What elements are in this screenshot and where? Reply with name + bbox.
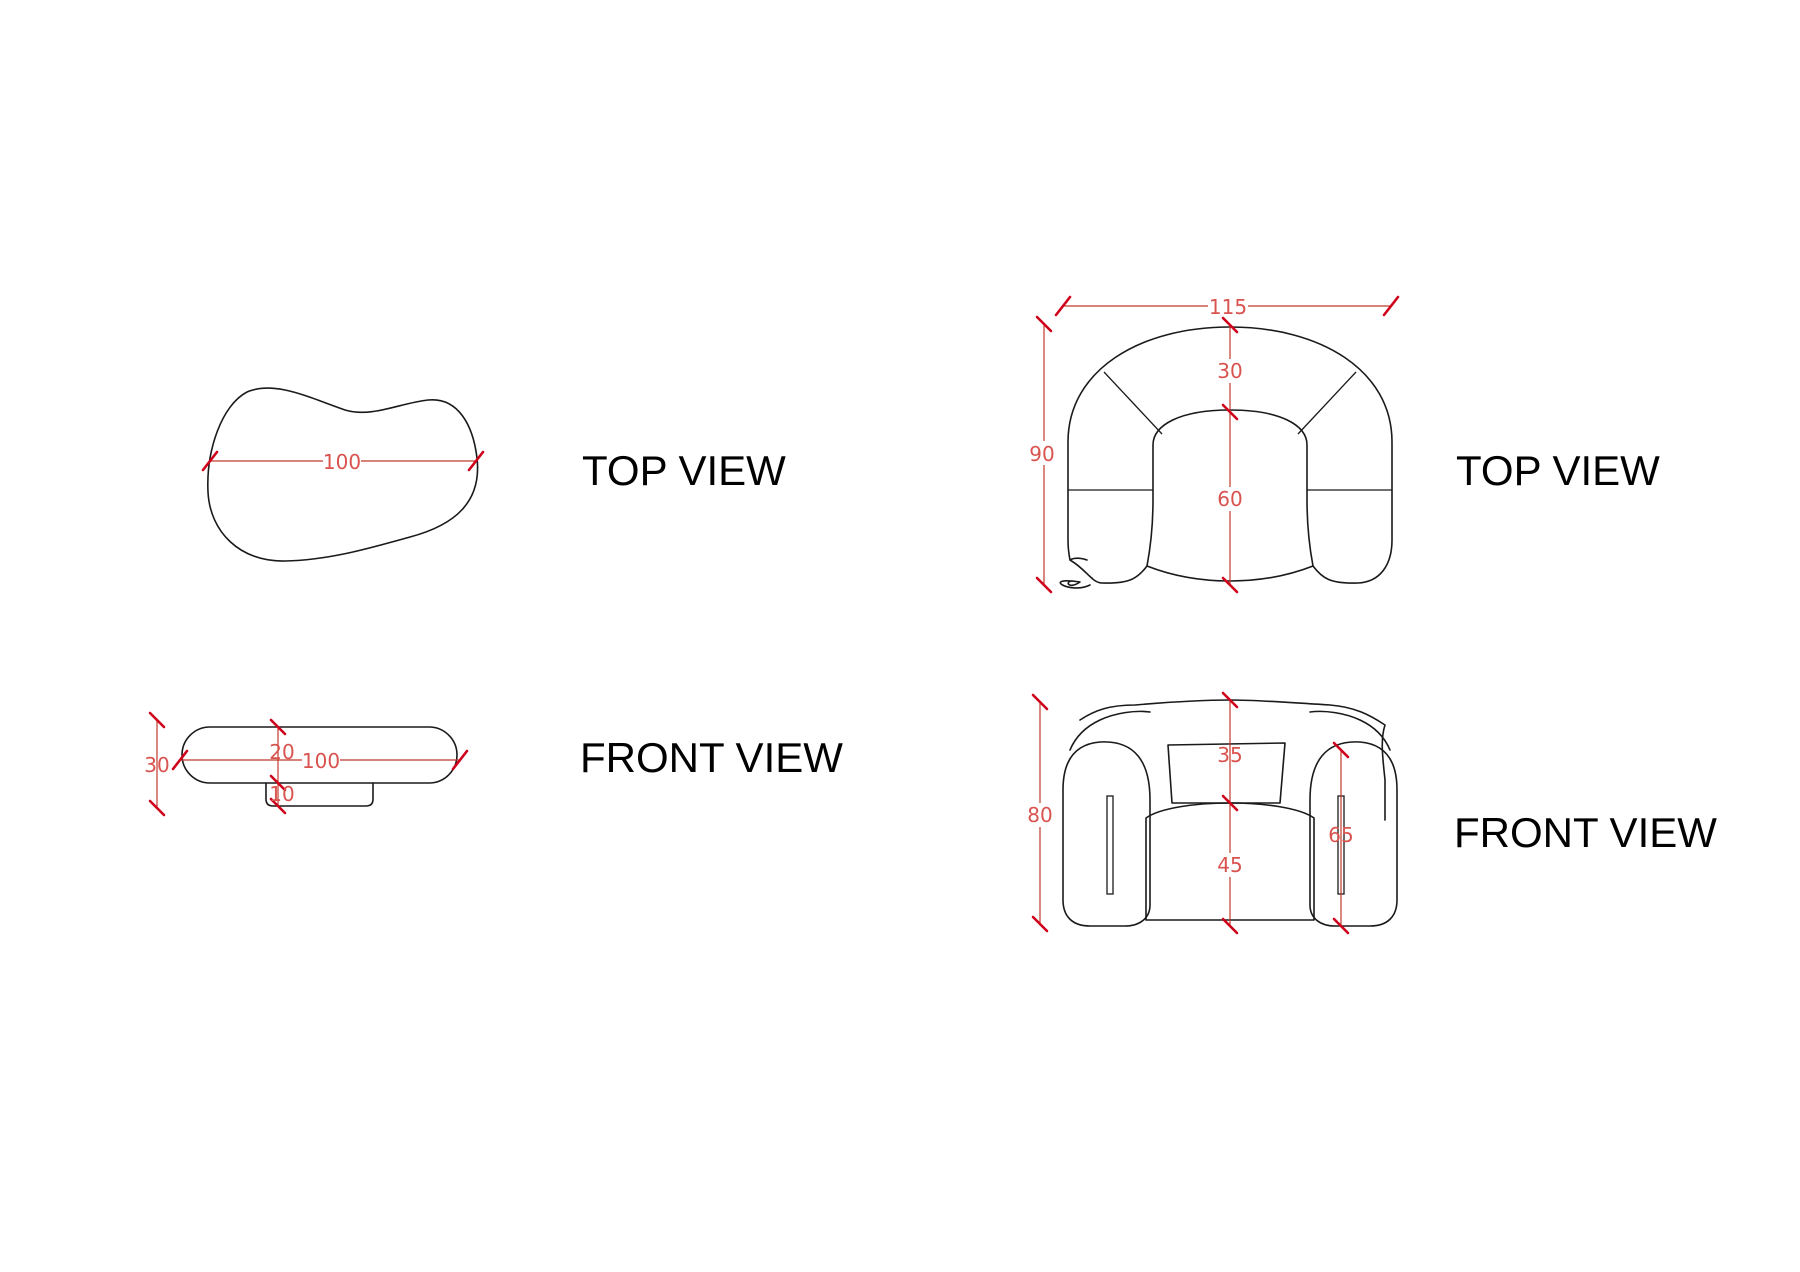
armchair-front-height-label: 80 — [1027, 803, 1052, 827]
armchair-front-view-title: FRONT VIEW — [1454, 809, 1717, 856]
armchair-top-depth-tick-bottom — [1035, 576, 1053, 594]
armchair-front-back-outline — [1079, 699, 1386, 821]
table-top-width-tick-left — [201, 450, 219, 472]
table-top-outline — [207, 387, 479, 562]
armchair-front-center-tick-mid — [1221, 794, 1239, 812]
table-front-view: 30 100 20 10 — [144, 711, 469, 817]
armchair-front-center-tick-bottom — [1221, 917, 1239, 935]
armchair-top-backrest-label: 30 — [1217, 359, 1242, 383]
table-front-width-tick-left — [171, 749, 189, 771]
armchair-front-arm-tick-bottom — [1332, 917, 1350, 935]
table-front-top-thickness-label: 20 — [269, 740, 294, 764]
table-front-width-label: 100 — [302, 749, 340, 773]
table-front-base — [265, 782, 374, 807]
armchair-top-seat-label: 60 — [1217, 487, 1242, 511]
armchair-front-seat-height-label: 45 — [1217, 853, 1242, 877]
armchair-top-inner-tick-bottom — [1221, 576, 1239, 594]
table-front-thickness-tick-top — [269, 718, 287, 736]
armchair-front-shell-right — [1309, 710, 1391, 751]
table-top-width-tick-right — [467, 450, 485, 472]
table-front-view-title: FRONT VIEW — [580, 734, 843, 781]
armchair-front-arm-right — [1309, 741, 1398, 927]
table-front-height-tick-top — [148, 711, 166, 729]
armchair-front-arm-left — [1062, 741, 1151, 927]
armchair-front-view: 80 35 45 65 — [1026, 691, 1398, 935]
table-front-thickness-tick-mid — [269, 774, 287, 792]
table-front-height-tick-bottom — [148, 799, 166, 817]
armchair-top-width-tick-left — [1054, 295, 1072, 317]
armchair-top-view: 115 90 30 60 — [1029, 294, 1400, 594]
armchair-front-height-tick-top — [1031, 693, 1049, 711]
armchair-top-depth-label: 90 — [1029, 442, 1054, 466]
armchair-front-shell-left — [1069, 710, 1151, 751]
table-top-view-title: TOP VIEW — [582, 447, 786, 494]
table-top-width-label: 100 — [323, 450, 361, 474]
armchair-front-cushion — [1167, 742, 1286, 804]
table-front-top-slab — [181, 726, 458, 784]
armchair-top-back-seam-right — [1297, 371, 1357, 435]
armchair-top-width-label: 115 — [1209, 295, 1247, 319]
table-top-view: 100 — [201, 387, 485, 562]
armchair-front-center-tick-top — [1221, 691, 1239, 709]
armchair-top-back-seam-left — [1103, 371, 1163, 435]
armchair-top-depth-tick-top — [1035, 315, 1053, 333]
armchair-front-height-tick-bottom — [1031, 915, 1049, 933]
table-front-base-height-label: 10 — [269, 782, 294, 806]
armchair-top-outer-outline — [1059, 577, 1093, 589]
armchair-front-arm-slot-left — [1106, 795, 1114, 895]
table-front-width-tick-right — [451, 749, 469, 771]
table-front-thickness-tick-bottom — [269, 797, 287, 815]
armchair-front-arm-height-label: 65 — [1328, 823, 1353, 847]
armchair-front-arm-tick-top — [1332, 741, 1350, 759]
armchair-top-view-title: TOP VIEW — [1456, 447, 1660, 494]
table-front-height-label: 30 — [144, 753, 169, 777]
armchair-front-back-height-label: 35 — [1217, 743, 1242, 767]
armchair-top-width-tick-right — [1382, 295, 1400, 317]
armchair-top-inner-tick-mid — [1221, 403, 1239, 421]
armchair-top-inner-tick-top — [1221, 316, 1239, 334]
